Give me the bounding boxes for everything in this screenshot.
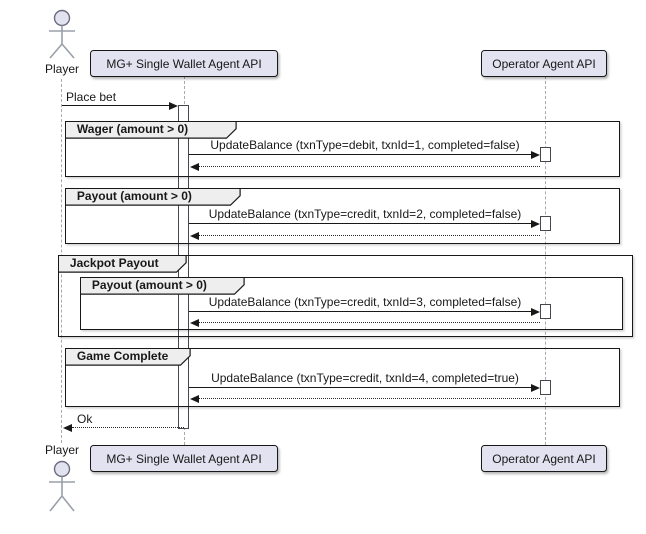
message-jackpot-call: UpdateBalance (txnType=credit, txnId=3, …: [208, 295, 522, 309]
complete-call-arrowhead: [531, 383, 540, 392]
place-bet-arrowhead: [169, 101, 178, 110]
player-actor-icon: [49, 9, 75, 59]
fragment-jackpot-header: Jackpot Payout: [58, 255, 187, 273]
wager-call-arrowhead: [531, 150, 540, 159]
activation-operator-4: [539, 380, 551, 395]
participant-operator-top: Operator Agent API: [481, 50, 607, 77]
wager-return-arrowhead: [190, 162, 199, 171]
payout-call-arrowhead: [531, 219, 540, 228]
activation-operator-2: [539, 216, 551, 231]
message-wager-call: UpdateBalance (txnType=debit, txnId=1, c…: [210, 138, 520, 152]
wager-return-line: [199, 166, 540, 167]
place-bet-line: [62, 105, 170, 106]
complete-call-line: [189, 387, 532, 388]
fragment-wager-header: Wager (amount > 0): [65, 121, 237, 139]
payout-return-line: [199, 235, 540, 236]
participant-wallet-bottom-label: MG+ Single Wallet Agent API: [106, 451, 262, 466]
fragment-game-complete: Game Complete: [65, 348, 620, 407]
jackpot-call-arrowhead: [531, 307, 540, 316]
lifeline-operator: [544, 76, 546, 445]
complete-return-arrowhead: [190, 394, 199, 403]
fragment-jackpot: Jackpot Payout: [58, 255, 633, 337]
fragment-jackpot-payout: Payout (amount > 0): [80, 277, 623, 330]
payout-call-line: [189, 223, 532, 224]
participant-wallet-top-label: MG+ Single Wallet Agent API: [106, 56, 262, 71]
participant-operator-top-label: Operator Agent API: [492, 56, 596, 71]
ok-return-arrowhead: [63, 423, 72, 432]
participant-operator-bottom-label: Operator Agent API: [492, 451, 596, 466]
message-complete-call: UpdateBalance (txnType=credit, txnId=4, …: [211, 371, 519, 385]
message-ok: Ok: [77, 412, 93, 426]
jackpot-return-arrowhead: [190, 318, 199, 327]
jackpot-call-line: [189, 311, 532, 312]
player-label-bottom: Player: [44, 443, 79, 457]
fragment-payout-title: Payout (amount > 0): [66, 189, 240, 205]
player-actor-icon-bottom: [49, 460, 75, 512]
player-label-top: Player: [44, 62, 79, 76]
fragment-jackpot-title: Jackpot Payout: [59, 256, 186, 272]
fragment-game-complete-title: Game Complete: [66, 349, 190, 365]
activation-operator-1: [539, 147, 551, 162]
activation-operator-3: [539, 304, 551, 319]
fragment-payout-header: Payout (amount > 0): [65, 188, 241, 206]
fragment-jackpot-payout-header: Payout (amount > 0): [80, 277, 245, 295]
ok-return-line: [72, 427, 184, 428]
fragment-wager: Wager (amount > 0): [65, 121, 620, 177]
fragment-game-complete-header: Game Complete: [65, 348, 191, 366]
jackpot-return-line: [199, 322, 540, 323]
participant-wallet-top: MG+ Single Wallet Agent API: [90, 50, 278, 77]
fragment-payout: Payout (amount > 0): [65, 188, 620, 244]
participant-operator-bottom: Operator Agent API: [481, 445, 607, 472]
wager-call-line: [189, 154, 532, 155]
participant-wallet-bottom: MG+ Single Wallet Agent API: [90, 445, 278, 472]
fragment-jackpot-payout-title: Payout (amount > 0): [81, 278, 244, 294]
fragment-wager-title: Wager (amount > 0): [66, 122, 236, 138]
payout-return-arrowhead: [190, 231, 199, 240]
complete-return-line: [199, 398, 540, 399]
message-place-bet: Place bet: [66, 90, 117, 104]
message-payout-call: UpdateBalance (txnType=credit, txnId=2, …: [208, 207, 522, 221]
